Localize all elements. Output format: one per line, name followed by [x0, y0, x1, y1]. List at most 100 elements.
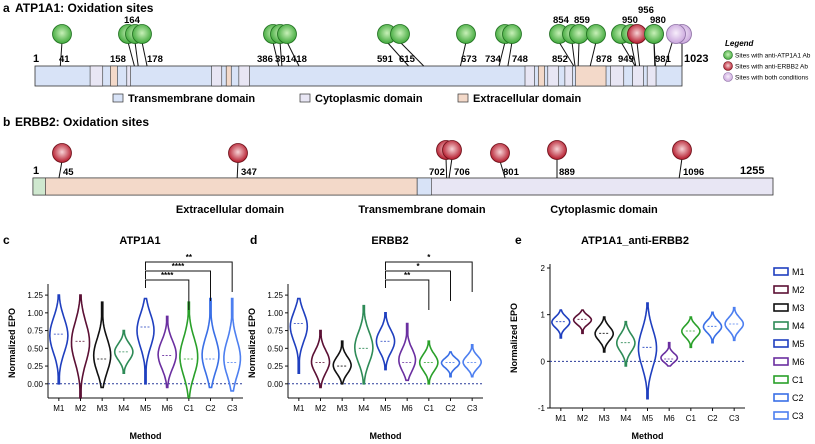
- y-tick-label: 1: [541, 311, 546, 320]
- y-tick-label: 0.50: [27, 344, 43, 353]
- x-tick-label: C3: [729, 414, 740, 423]
- legend-marker: [723, 61, 733, 71]
- site-head: [502, 24, 522, 44]
- violin-M5: [375, 312, 396, 371]
- x-tick-label: M3: [599, 414, 611, 423]
- panel-letter: d: [250, 233, 257, 247]
- site-stem: [448, 157, 453, 179]
- method-legend-label: M2: [792, 285, 805, 295]
- y-tick-label: 0.75: [27, 327, 43, 336]
- site-stem: [459, 41, 467, 67]
- y-tick-label: 0.25: [27, 362, 43, 371]
- panel-title: ERBB2: [371, 235, 408, 247]
- x-tick-label: M6: [664, 414, 676, 423]
- erbb2-start: 1: [33, 165, 39, 177]
- site-label: 734: [485, 54, 502, 65]
- site-stem: [59, 41, 63, 67]
- legend-label: Sites with anti-ATP1A1 Ab: [735, 53, 811, 60]
- method-legend-swatch: [773, 267, 789, 276]
- panel-b-title: ERBB2: Oxidation sites: [15, 115, 149, 129]
- y-tick-label: 0.00: [27, 380, 43, 389]
- legend-marker: [723, 72, 733, 82]
- site-head: [569, 24, 589, 44]
- site-stem: [134, 41, 139, 67]
- method-legend-swatch: [773, 393, 789, 402]
- site-label: 981: [655, 54, 672, 65]
- panel-title: ATP1A1: [119, 235, 160, 247]
- atp1a1-domain-bar: [34, 65, 683, 87]
- method-legend-label: M3: [792, 303, 805, 313]
- panel-b-letter: b: [3, 115, 10, 129]
- violin-C2: [201, 297, 220, 389]
- y-axis-label: Normalized EPO: [7, 308, 17, 378]
- significance-bracket: [145, 279, 190, 310]
- site-label: 418: [291, 54, 307, 65]
- y-tick-label: 2: [541, 264, 546, 273]
- y-tick-label: 1.00: [27, 309, 43, 318]
- panel-a-letter: a: [3, 1, 10, 15]
- site-head: [277, 24, 297, 44]
- domain-block: [110, 65, 118, 87]
- panel-letter: e: [515, 233, 522, 247]
- domain-legend-swatch: [299, 93, 311, 103]
- violin-C2: [702, 311, 723, 344]
- site-label: 178: [147, 54, 163, 65]
- significance-label: *: [416, 262, 420, 271]
- site-head: [586, 24, 606, 44]
- significance-label: **: [404, 271, 411, 280]
- y-tick-label: 0.75: [267, 327, 283, 336]
- x-tick-label: C3: [467, 404, 478, 413]
- erbb2-transmembrane-block: [416, 177, 432, 196]
- site-head: [672, 140, 692, 160]
- y-tick-label: 1.25: [27, 291, 43, 300]
- site-stem: [664, 42, 673, 67]
- domain-legend-swatch: [457, 93, 469, 103]
- erbb2-extracellular-label: Extracellular domain: [176, 204, 284, 216]
- violin-M6: [398, 322, 417, 382]
- domain-legend-swatch: [112, 93, 124, 103]
- legend-marker: [723, 50, 733, 60]
- x-tick-label: C1: [424, 404, 435, 413]
- site-label: 41: [59, 54, 70, 65]
- x-tick-label: M5: [642, 414, 654, 423]
- atp1a1-end: 1023: [684, 53, 708, 65]
- site-head: [456, 24, 476, 44]
- violin-C3: [223, 297, 242, 392]
- site-head: [666, 24, 686, 44]
- y-tick-label: 0.25: [267, 362, 283, 371]
- x-tick-label: M2: [577, 414, 589, 423]
- site-label: 852: [552, 54, 568, 65]
- violin-M1: [48, 294, 69, 385]
- x-tick-label: M3: [337, 404, 349, 413]
- site-label: 956: [638, 5, 654, 16]
- site-stem: [620, 41, 636, 67]
- violin-M3: [332, 340, 352, 385]
- site-stem: [498, 41, 506, 67]
- site-stem: [636, 41, 641, 67]
- x-tick-label: M4: [358, 404, 370, 413]
- erbb2-cytoplasmic-label: Cytoplasmic domain: [550, 204, 658, 216]
- site-stem: [589, 41, 597, 67]
- method-legend-swatch: [773, 321, 789, 330]
- method-legend-label: C3: [792, 411, 804, 421]
- x-tick-label: M6: [162, 404, 174, 413]
- erbb2-signal-block: [32, 177, 46, 196]
- x-tick-label: M5: [380, 404, 392, 413]
- method-legend-label: M1: [792, 267, 805, 277]
- x-tick-label: M4: [118, 404, 130, 413]
- violin-M4: [616, 320, 636, 367]
- violin-M1: [289, 297, 309, 374]
- x-tick-label: C2: [205, 404, 216, 413]
- significance-label: *: [427, 253, 431, 262]
- site-label: 748: [512, 54, 528, 65]
- domain-block: [632, 65, 644, 87]
- significance-bracket: [385, 279, 430, 310]
- site-stem: [399, 41, 425, 67]
- erbb2-end: 1255: [740, 165, 764, 177]
